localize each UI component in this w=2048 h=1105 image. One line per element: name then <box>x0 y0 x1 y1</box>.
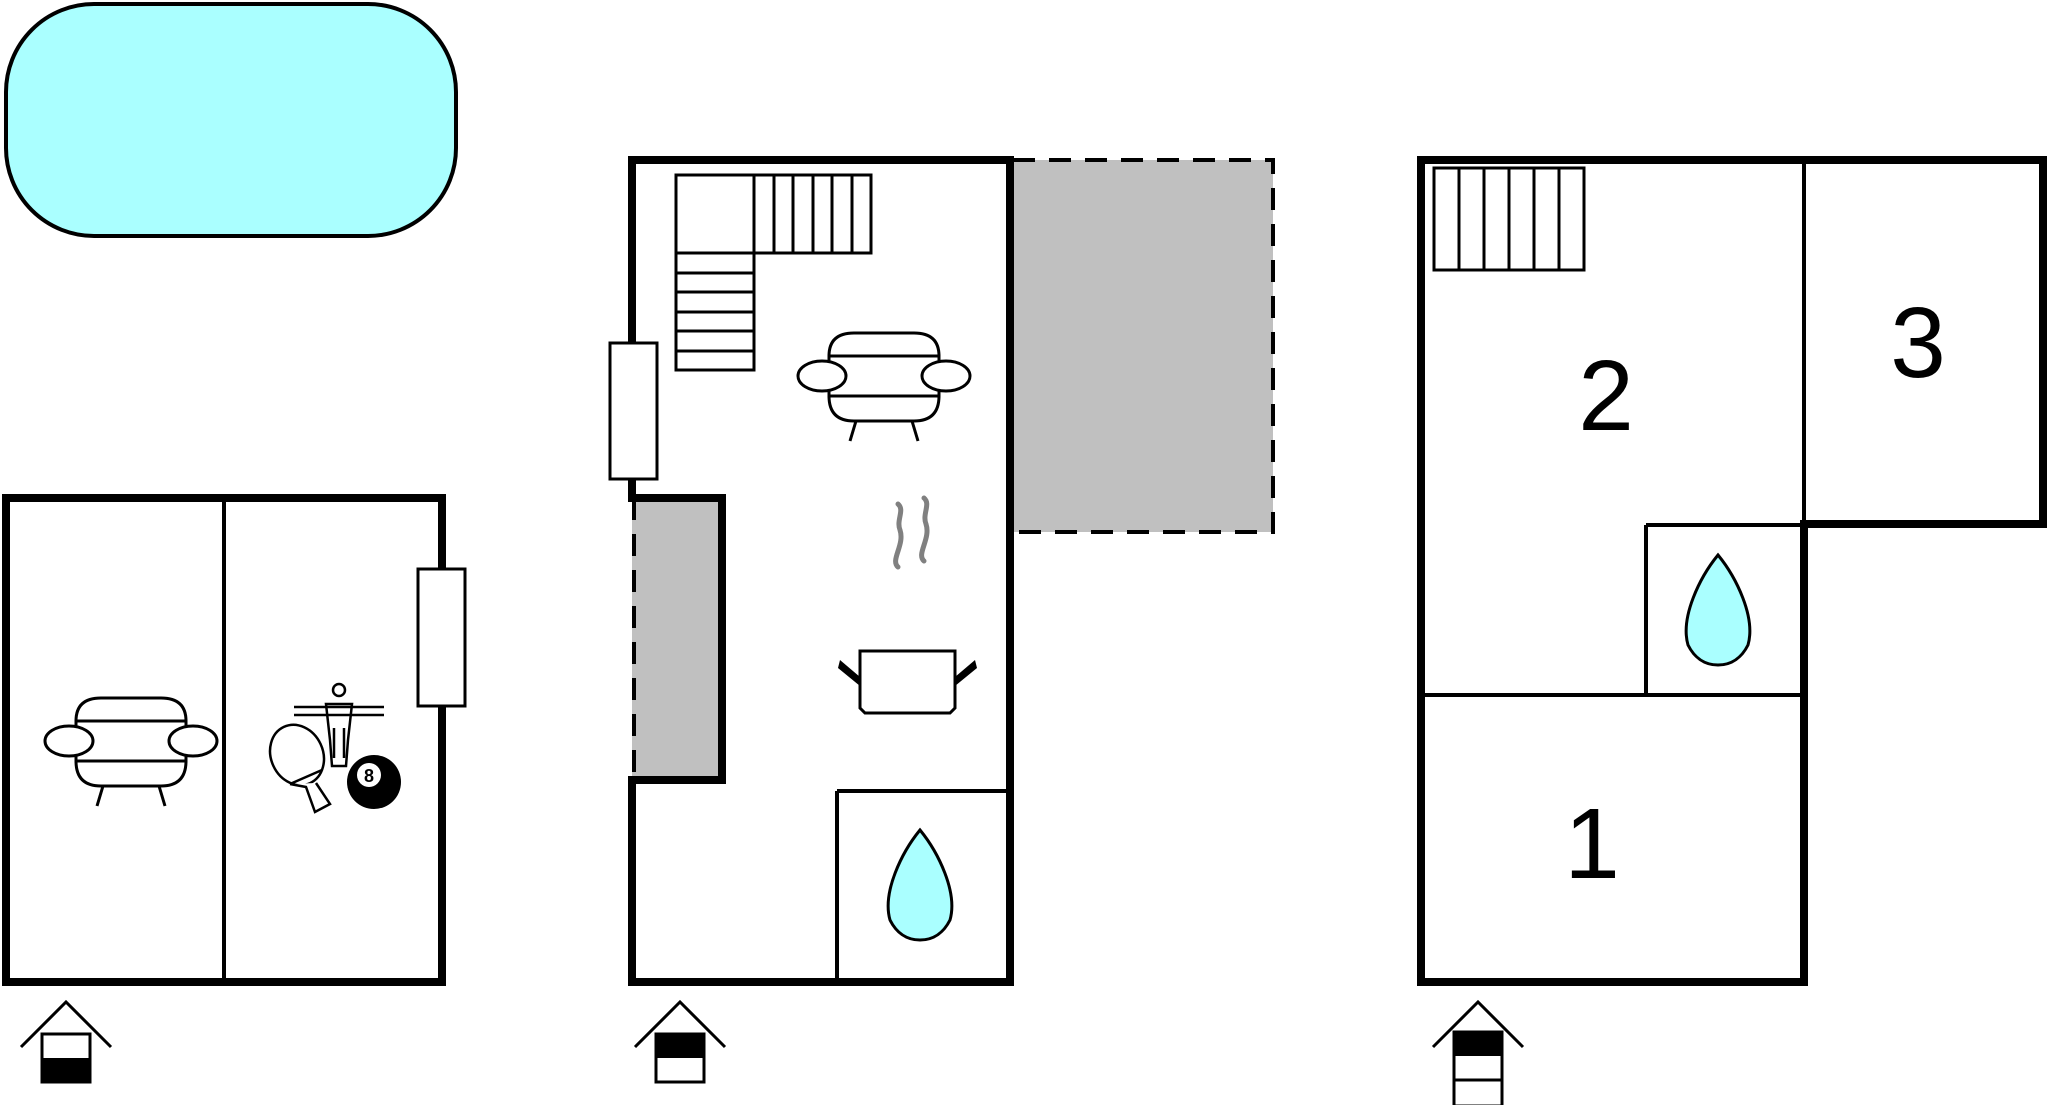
sofa-icon <box>796 331 972 443</box>
floor-ground <box>608 156 1275 1084</box>
floor-level-icon <box>1431 1000 1525 1105</box>
swimming-pool <box>4 2 458 238</box>
billiard-ball-icon: 8 <box>347 755 401 809</box>
ping-pong-icon <box>268 723 332 814</box>
billiard-ball-number: 8 <box>364 766 374 786</box>
water-drop-icon <box>886 828 954 942</box>
room-number: 1 <box>1564 788 1620 900</box>
water-drop-icon <box>1684 553 1752 667</box>
window <box>608 341 659 481</box>
room-number: 3 <box>1890 287 1946 399</box>
cooking-pot-icon <box>838 495 977 715</box>
window <box>416 567 467 708</box>
floor-level-icon <box>19 1000 113 1084</box>
terrace <box>632 498 722 780</box>
table-football-icon <box>294 682 384 768</box>
floor-upper: 2 3 1 <box>1417 156 2047 1105</box>
room-number: 2 <box>1578 340 1634 452</box>
terrace <box>1013 160 1273 532</box>
floor-outline <box>1417 156 2047 986</box>
floor-level-icon <box>633 1000 727 1084</box>
stairs-icon <box>1432 166 1586 272</box>
stairs-icon <box>674 173 873 372</box>
floor-basement: 8 <box>2 494 467 1084</box>
